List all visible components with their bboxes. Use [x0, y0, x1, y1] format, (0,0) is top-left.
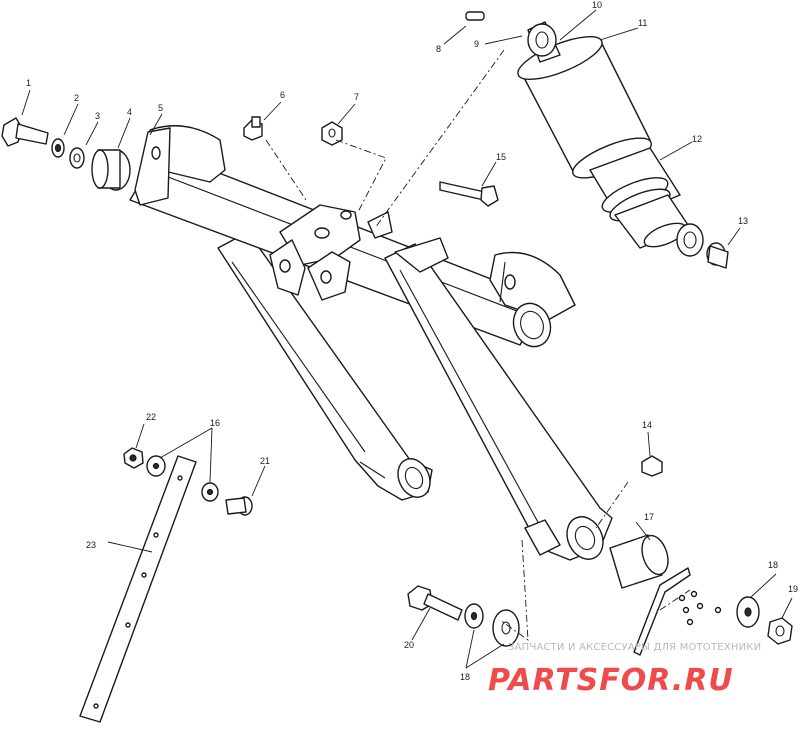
bolt-1 — [1, 117, 49, 147]
leader-lines — [21, 9, 793, 669]
strap-plate — [633, 567, 722, 656]
watermark-caption: ЗАПЧАСТИ И АКСЕССУАРЫ ДЛЯ МОТОТЕХНИКИ — [508, 642, 761, 653]
callout-3: 3 — [95, 111, 100, 121]
nut-7 — [321, 121, 343, 146]
grease-fitting-14 — [641, 455, 663, 477]
spacer-17 — [609, 534, 669, 589]
washer-3 — [69, 147, 85, 169]
callout-6: 6 — [280, 90, 285, 100]
left-swing-arm — [217, 231, 433, 501]
pin-8 — [465, 11, 485, 21]
callout-9: 9 — [474, 39, 479, 49]
bolt-20 — [407, 585, 463, 621]
callout-12: 12 — [692, 134, 702, 144]
callout-18-right: 18 — [768, 560, 778, 570]
callout-21: 21 — [260, 456, 270, 466]
shock-absorber — [517, 21, 704, 257]
nut-22 — [123, 447, 144, 469]
nut-19 — [767, 617, 793, 645]
callout-14: 14 — [642, 420, 652, 430]
bolt-21 — [225, 496, 253, 516]
assembly-center-lines — [265, 49, 691, 641]
callout-1: 1 — [26, 78, 31, 88]
callout-10: 10 — [592, 0, 602, 10]
callout-labels: 1 2 3 4 5 6 7 8 9 10 11 12 13 14 15 16 1… — [26, 0, 798, 682]
callout-20: 20 — [404, 640, 414, 650]
washers-16 — [146, 455, 219, 502]
callout-23: 23 — [86, 540, 96, 550]
callout-22: 22 — [146, 412, 156, 422]
washer-18-right — [736, 596, 760, 628]
callout-17: 17 — [644, 512, 654, 522]
bolt-15 — [439, 181, 499, 207]
right-swing-arm — [384, 237, 613, 561]
bushing-13 — [706, 242, 729, 269]
callout-4: 4 — [127, 107, 132, 117]
limiter-strap-23 — [79, 455, 197, 723]
callout-16: 16 — [210, 418, 220, 428]
washers-18-left — [464, 603, 520, 647]
callout-18-left: 18 — [460, 672, 470, 682]
callout-5: 5 — [158, 103, 163, 113]
washer-2 — [51, 138, 65, 158]
callout-8: 8 — [436, 44, 441, 54]
callout-7: 7 — [354, 92, 359, 102]
center-mount-bracket — [269, 204, 393, 301]
callout-13: 13 — [738, 216, 748, 226]
callout-19: 19 — [788, 584, 798, 594]
callout-2: 2 — [74, 93, 79, 103]
watermark-logo: PARTSFOR.RU — [488, 663, 734, 698]
callout-11: 11 — [638, 18, 647, 28]
callout-15: 15 — [496, 152, 506, 162]
grease-fitting-6 — [243, 116, 263, 141]
watermark: ЗАПЧАСТИ И АКСЕССУАРЫ ДЛЯ МОТОТЕХНИКИ PA… — [488, 642, 761, 698]
